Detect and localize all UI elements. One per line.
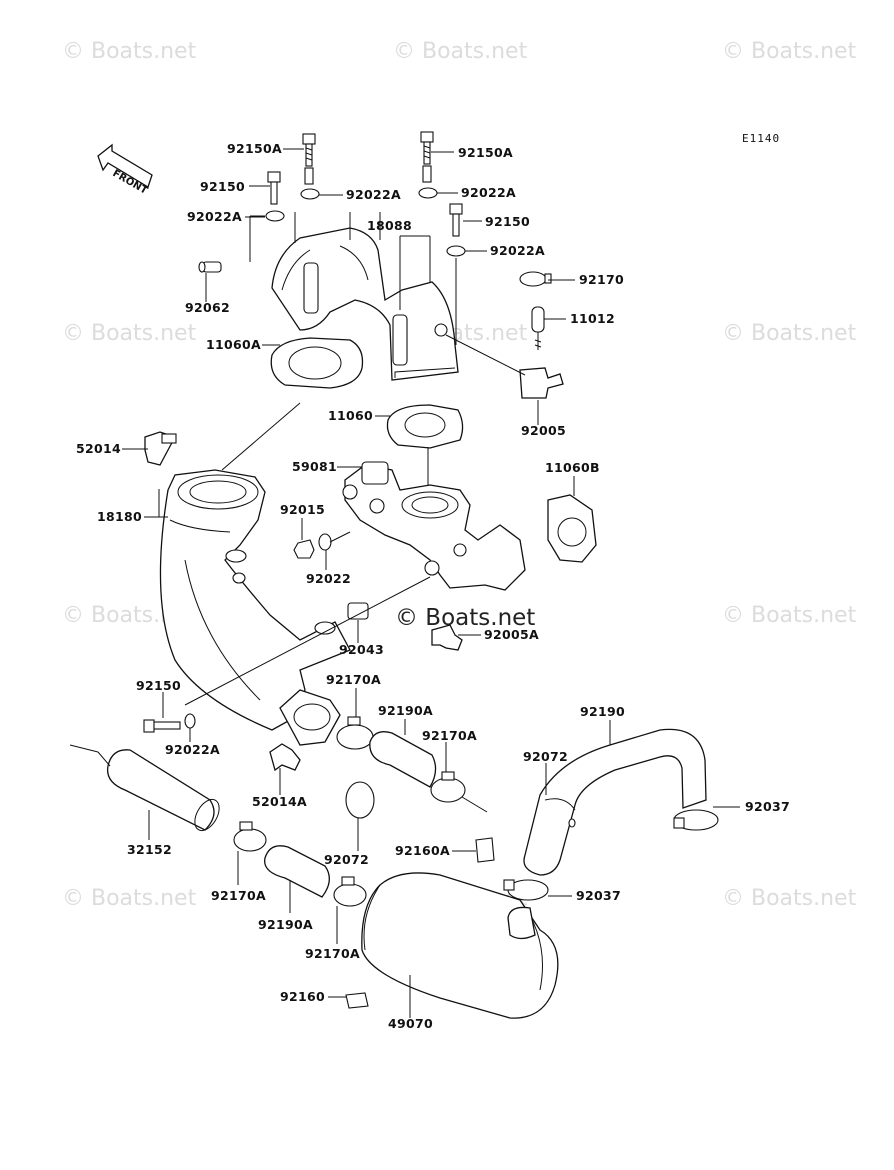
label-92190: 92190: [580, 704, 625, 719]
washer-92022: [318, 533, 332, 551]
label-92022A-center: 92022A: [346, 187, 401, 202]
label-92022A-lower: 92022A: [165, 742, 220, 757]
label-92190A-1: 92190A: [378, 703, 433, 718]
fitting-52014: [144, 431, 177, 466]
label-92170A-2: 92170A: [422, 728, 477, 743]
bolts-top: [265, 131, 466, 257]
label-92015: 92015: [280, 502, 325, 517]
label-92170A-4: 92170A: [305, 946, 360, 961]
label-92190A-2: 92190A: [258, 917, 313, 932]
label-92043: 92043: [339, 642, 384, 657]
sensor-11012: [531, 306, 545, 350]
fitting-52014A: [269, 743, 301, 772]
label-49070: 49070: [388, 1016, 433, 1031]
label-92150-left: 92150: [200, 179, 245, 194]
fitting-92062: [198, 261, 222, 273]
label-92022A-left: 92022A: [187, 209, 242, 224]
hose-92190A-2: [264, 845, 330, 898]
label-92072-right: 92072: [523, 749, 568, 764]
label-52014A: 52014A: [252, 794, 307, 809]
nut-92015: [293, 539, 315, 559]
clamp-92037-right: [673, 809, 719, 831]
spacer-92043: [347, 602, 369, 620]
gasket-11060B: [547, 494, 597, 563]
clamp-92170A-1: [336, 716, 374, 750]
watermark: © Boats.net: [62, 886, 197, 911]
pipe-32152: [106, 749, 220, 832]
watermark: © Boats.net: [62, 321, 197, 346]
label-11060: 11060: [328, 408, 373, 423]
label-92062: 92062: [185, 300, 230, 315]
label-32152: 32152: [127, 842, 172, 857]
label-92005A: 92005A: [484, 627, 539, 642]
pad-92160A: [475, 837, 495, 863]
silencer-49070: [361, 872, 559, 1019]
clamp-92170: [519, 271, 552, 287]
watermark-center: © Boats.net: [395, 605, 535, 631]
elbow-fitting-92005: [519, 367, 564, 399]
label-92150-right: 92150: [485, 214, 530, 229]
diagram-code: E1140: [742, 132, 780, 145]
label-92022: 92022: [306, 571, 351, 586]
label-92022A-right-2: 92022A: [490, 243, 545, 258]
exhaust-manifold-18088: [271, 227, 459, 381]
watermark: © Boats.net: [722, 39, 857, 64]
gasket-11060: [386, 404, 464, 449]
clamp-92170A-3: [233, 821, 267, 852]
bolt-92150-lower: [143, 713, 196, 733]
label-18180: 18180: [97, 509, 142, 524]
bolt-icon: [420, 131, 434, 165]
label-11012: 11012: [570, 311, 615, 326]
label-11060B: 11060B: [545, 460, 600, 475]
gasket-11060A: [270, 337, 364, 389]
label-92037-right: 92037: [745, 799, 790, 814]
watermark: © Boats.net: [393, 39, 528, 64]
label-92170A-3: 92170A: [211, 888, 266, 903]
part-labels: 92150A 92150A 92150 92022A 92022A 92022A…: [76, 141, 790, 1031]
label-11060A: 11060A: [206, 337, 261, 352]
label-92150A-right: 92150A: [458, 145, 513, 160]
watermark: © Boats.net: [722, 886, 857, 911]
label-92150-lower: 92150: [136, 678, 181, 693]
watermark: © Boats.net: [722, 603, 857, 628]
bolt-icon: [267, 171, 281, 205]
clamp-92170A-4: [333, 876, 367, 907]
clamp-92037-center: [503, 879, 549, 901]
label-92160: 92160: [280, 989, 325, 1004]
hose-92190A-1: [369, 731, 437, 788]
fitting-92005A: [431, 624, 463, 651]
label-92150A-left: 92150A: [227, 141, 282, 156]
label-92160A: 92160A: [395, 843, 450, 858]
label-92072-center: 92072: [324, 852, 369, 867]
bolt-icon: [302, 133, 316, 167]
label-52014: 52014: [76, 441, 121, 456]
leader-lines: [69, 148, 740, 1018]
watermark: © Boats.net: [62, 39, 197, 64]
label-92005: 92005: [521, 423, 566, 438]
label-92022A-right-1: 92022A: [461, 185, 516, 200]
label-18088: 18088: [367, 218, 412, 233]
clamp-92072: [345, 781, 375, 819]
label-59081: 59081: [292, 459, 337, 474]
pad-92160: [345, 992, 369, 1009]
exhaust-pipe-92190: [523, 728, 707, 876]
front-arrow-icon: FRONT: [97, 143, 153, 197]
cylinder-manifold-59081: [342, 461, 526, 591]
label-92170A-1: 92170A: [326, 672, 381, 687]
watermark: © Boats.net: [722, 321, 857, 346]
label-92037-center: 92037: [576, 888, 621, 903]
label-92170: 92170: [579, 272, 624, 287]
bolt-icon: [449, 203, 463, 237]
clamp-92170A-2: [430, 771, 466, 803]
exhaust-pipe-18180: [159, 469, 351, 746]
